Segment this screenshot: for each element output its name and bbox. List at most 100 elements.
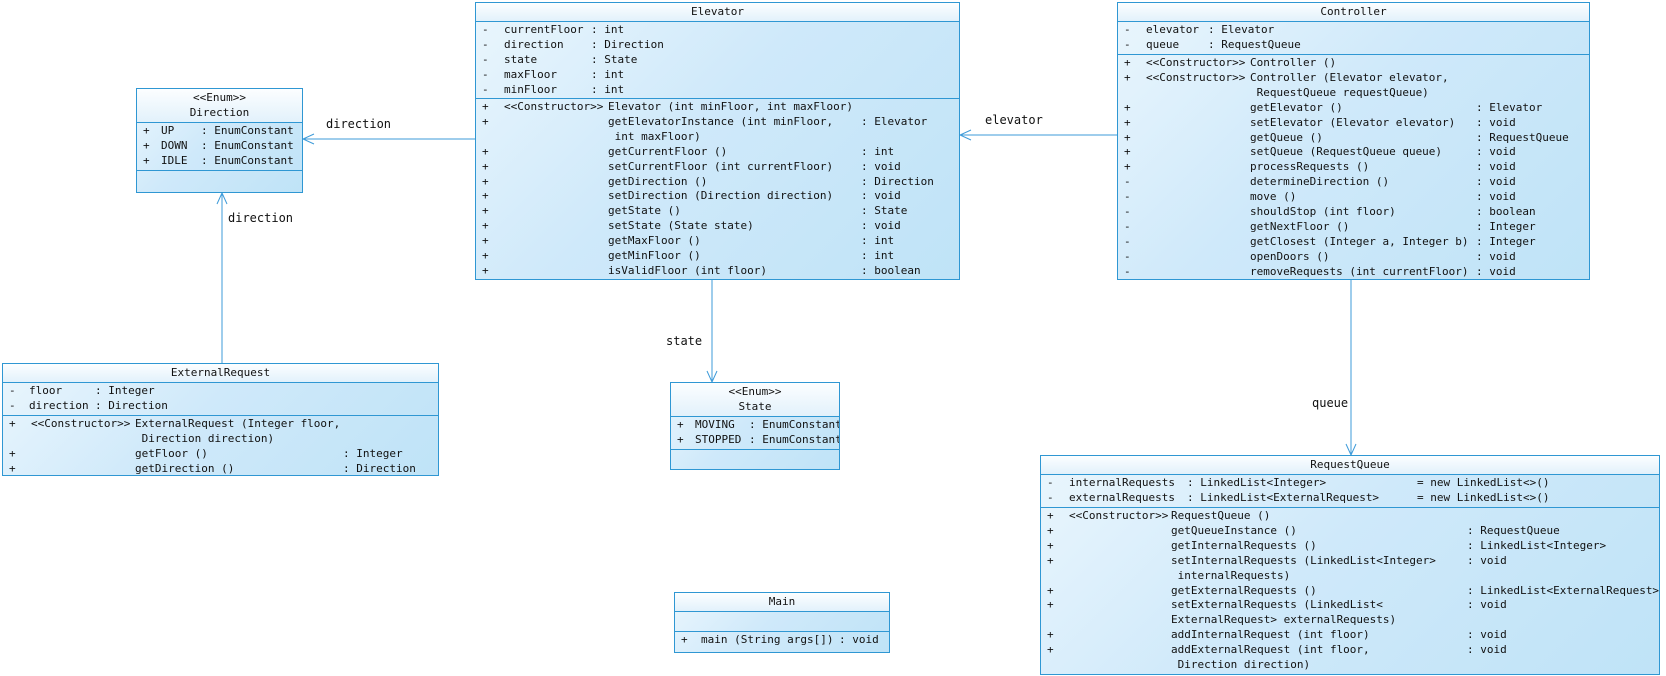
- method-signature: setCurrentFloor (int currentFloor): [608, 159, 834, 173]
- attribute-name: floor: [29, 384, 63, 397]
- class-elevator[interactable]: Elevator-currentFloorint-directionDirect…: [475, 2, 960, 280]
- attribute-row[interactable]: -internalRequestsLinkedList<Integer>new …: [1041, 476, 1659, 491]
- method-row[interactable]: -getClosest (Integer a, Integer b)Intege…: [1118, 235, 1589, 250]
- method-row[interactable]: +setCurrentFloor (int currentFloor)void: [476, 160, 959, 175]
- attribute-row[interactable]: +STOPPEDEnumConstant: [671, 433, 839, 448]
- attribute-row[interactable]: -floorInteger: [3, 384, 438, 399]
- visibility-marker: +: [482, 114, 489, 128]
- class-direction[interactable]: <<Enum>>Direction+UPEnumConstant+DOWNEnu…: [136, 88, 303, 193]
- method-return-type: LinkedList<Integer>: [1467, 539, 1659, 554]
- class-state[interactable]: <<Enum>>State+MOVINGEnumConstant+STOPPED…: [670, 382, 840, 470]
- method-row[interactable]: -shouldStop (int floor)boolean: [1118, 205, 1589, 220]
- method-row[interactable]: +<<Constructor>>Elevator (int minFloor, …: [476, 100, 959, 115]
- method-row[interactable]: +setElevator (Elevator elevator)void: [1118, 116, 1589, 131]
- method-row[interactable]: +getInternalRequests ()LinkedList<Intege…: [1041, 539, 1659, 554]
- method-row[interactable]: +setDirection (Direction direction)void: [476, 189, 959, 204]
- visibility-marker: +: [1124, 100, 1131, 114]
- attribute-row[interactable]: +UPEnumConstant: [137, 124, 302, 139]
- method-return-type: void: [839, 633, 889, 648]
- method-row[interactable]: +addExternalRequest (int floor, Directio…: [1041, 643, 1659, 673]
- attribute-row[interactable]: -directionDirection: [476, 38, 959, 53]
- connector-label-direction[interactable]: direction: [326, 117, 392, 131]
- visibility-marker: -: [1124, 205, 1131, 219]
- class-controller[interactable]: Controller-elevatorElevator-queueRequest…: [1117, 2, 1590, 280]
- methods-compartment: +<<Constructor>>Controller ()+<<Construc…: [1118, 55, 1589, 280]
- attribute-row[interactable]: +MOVINGEnumConstant: [671, 418, 839, 433]
- attribute-row[interactable]: -directionDirection: [3, 399, 438, 414]
- connector-label-queue[interactable]: queue: [1312, 396, 1349, 410]
- attribute-row[interactable]: -queueRequestQueue: [1118, 38, 1589, 53]
- class-title-compartment: Controller: [1118, 3, 1589, 22]
- method-row[interactable]: +getQueueInstance ()RequestQueue: [1041, 524, 1659, 539]
- method-row[interactable]: +setExternalRequests (LinkedList< Extern…: [1041, 598, 1659, 628]
- attribute-row[interactable]: -elevatorElevator: [1118, 23, 1589, 38]
- attribute-row[interactable]: +IDLEEnumConstant: [137, 154, 302, 169]
- class-main[interactable]: Main +main (String args[])void: [674, 592, 890, 653]
- association-elevator-state[interactable]: [706, 280, 718, 384]
- method-row[interactable]: +getState ()State: [476, 204, 959, 219]
- method-row[interactable]: +getFloor ()Integer: [3, 447, 438, 462]
- connector-label-direction[interactable]: direction: [228, 211, 294, 225]
- visibility-marker: +: [482, 249, 489, 263]
- method-row[interactable]: +setState (State state)void: [476, 219, 959, 234]
- method-row[interactable]: +getExternalRequests ()LinkedList<Extern…: [1041, 584, 1659, 599]
- attribute-row[interactable]: -currentFloorint: [476, 23, 959, 38]
- attribute-row[interactable]: -externalRequestsLinkedList<ExternalRequ…: [1041, 491, 1659, 506]
- class-externalrequest[interactable]: ExternalRequest-floorInteger-directionDi…: [2, 363, 439, 476]
- connector-label-elevator[interactable]: elevator: [985, 113, 1043, 127]
- visibility-marker: -: [9, 384, 16, 397]
- method-row[interactable]: +getDirection ()Direction: [476, 175, 959, 190]
- attribute-row[interactable]: -maxFloorint: [476, 68, 959, 83]
- method-row[interactable]: -openDoors ()void: [1118, 250, 1589, 265]
- method-return-type: void: [1467, 643, 1659, 658]
- association-elevator-direction[interactable]: [301, 133, 475, 145]
- method-row[interactable]: +getQueue ()RequestQueue: [1118, 131, 1589, 146]
- method-row[interactable]: +main (String args[])void: [675, 633, 889, 648]
- method-row[interactable]: +getDirection ()Direction: [3, 462, 438, 477]
- visibility-marker: +: [1124, 160, 1131, 174]
- method-row[interactable]: +<<Constructor>>Controller (Elevator ele…: [1118, 71, 1589, 101]
- association-controller-requestqueue[interactable]: [1345, 280, 1357, 457]
- method-row[interactable]: -move ()void: [1118, 190, 1589, 205]
- method-row[interactable]: +processRequests ()void: [1118, 160, 1589, 175]
- open-arrowhead-icon: [216, 191, 228, 205]
- method-row[interactable]: -getNextFloor ()Integer: [1118, 220, 1589, 235]
- method-row[interactable]: +addInternalRequest (int floor)void: [1041, 628, 1659, 643]
- method-row[interactable]: +<<Constructor>>Controller (): [1118, 56, 1589, 71]
- method-signature: processRequests (): [1250, 160, 1370, 174]
- method-row[interactable]: +<<Constructor>>RequestQueue (): [1041, 509, 1659, 524]
- visibility-marker: -: [1124, 37, 1131, 51]
- methods-compartment: [671, 450, 839, 469]
- association-controller-elevator[interactable]: [958, 129, 1117, 141]
- class-title-compartment: Main: [675, 593, 889, 612]
- attribute-row[interactable]: -stateState: [476, 53, 959, 68]
- method-row[interactable]: +getCurrentFloor ()int: [476, 145, 959, 160]
- method-row[interactable]: -determineDirection ()void: [1118, 175, 1589, 190]
- method-signature: getCurrentFloor (): [608, 144, 728, 158]
- method-row[interactable]: +getElevatorInstance (int minFloor, int …: [476, 115, 959, 145]
- association-externalrequest-direction[interactable]: [216, 191, 228, 363]
- attribute-type: EnumConstant: [201, 139, 302, 154]
- method-row[interactable]: +setQueue (RequestQueue queue)void: [1118, 145, 1589, 160]
- method-signature: setInternalRequests (LinkedList<Integer>…: [1171, 553, 1436, 582]
- method-row[interactable]: -removeRequests (int currentFloor)void: [1118, 265, 1589, 280]
- method-return-type: RequestQueue: [1467, 524, 1659, 539]
- method-return-type: RequestQueue: [1476, 131, 1589, 146]
- attribute-type: int: [591, 68, 959, 83]
- connector-label-state[interactable]: state: [666, 334, 703, 348]
- visibility-marker: -: [482, 82, 489, 96]
- attribute-row[interactable]: +DOWNEnumConstant: [137, 139, 302, 154]
- attribute-row[interactable]: -minFloorint: [476, 83, 959, 98]
- class-requestqueue[interactable]: RequestQueue -internalRequestsLinkedList<…: [1040, 455, 1660, 675]
- visibility-marker: +: [1124, 130, 1131, 144]
- method-row[interactable]: +isValidFloor (int floor)boolean: [476, 264, 959, 279]
- method-row[interactable]: +getMinFloor ()int: [476, 249, 959, 264]
- attribute-default: new LinkedList<>(): [1417, 491, 1659, 506]
- method-row[interactable]: +<<Constructor>>ExternalRequest (Integer…: [3, 417, 438, 447]
- method-row[interactable]: +getElevator ()Elevator: [1118, 101, 1589, 116]
- method-row[interactable]: +getMaxFloor ()int: [476, 234, 959, 249]
- visibility-marker: +: [677, 418, 684, 431]
- method-return-type: Integer: [1476, 235, 1589, 250]
- visibility-marker: +: [1047, 628, 1054, 642]
- method-row[interactable]: +setInternalRequests (LinkedList<Integer…: [1041, 554, 1659, 584]
